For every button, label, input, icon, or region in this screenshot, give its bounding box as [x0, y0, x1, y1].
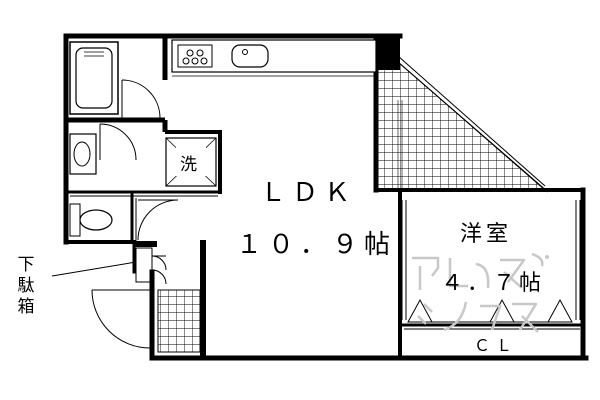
washroom-door	[99, 123, 137, 161]
toilet-icon	[69, 203, 113, 237]
shoe-box-char: 箱	[17, 297, 35, 317]
western-room-windows	[397, 100, 581, 320]
sink-icon	[231, 44, 269, 68]
washer-label: 洗	[180, 150, 197, 175]
entrance-floor	[157, 289, 201, 353]
closet-label: ＣＬ	[474, 336, 519, 355]
bathtub-icon	[69, 41, 119, 115]
closet-doors	[407, 298, 573, 323]
ldk-size-label: １０．９帖	[236, 230, 397, 260]
stove-icon	[177, 44, 213, 68]
shoe-box-callout-line	[51, 261, 137, 277]
shoe-box-char: 下	[17, 255, 35, 275]
entrance-door	[91, 289, 151, 349]
walls	[63, 33, 589, 361]
toilet-door	[135, 198, 179, 242]
western-room-label: 洋室	[460, 222, 513, 247]
ldk-label: ＬＤＫ	[260, 178, 357, 208]
balcony	[377, 55, 549, 193]
interior-walls	[66, 36, 583, 358]
bathroom-door	[121, 79, 161, 119]
washbasin-icon	[69, 133, 97, 175]
western-room-size-label: ４．７帖	[441, 271, 546, 296]
shoe-box-char: 駄	[17, 276, 35, 296]
shoe-box	[135, 247, 167, 285]
shoe-box-label: 下 駄 箱	[16, 255, 36, 318]
kitchen-counter	[171, 39, 377, 77]
